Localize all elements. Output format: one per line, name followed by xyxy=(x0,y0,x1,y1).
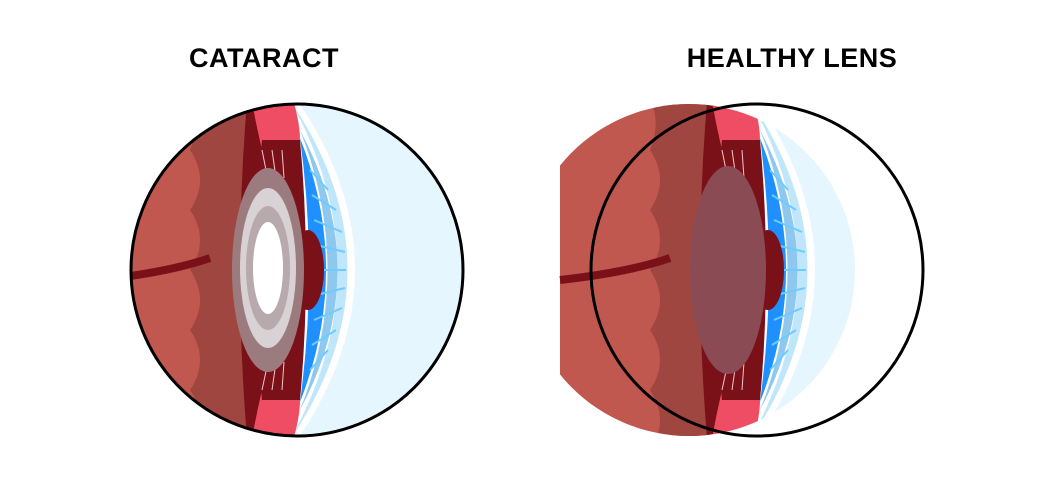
iris-rays xyxy=(309,169,346,371)
vitreous-shadow xyxy=(640,104,710,436)
healthy-panel: HEALTHY LENS xyxy=(528,0,1056,500)
optic-vessel xyxy=(559,254,672,284)
aqueous xyxy=(300,130,338,410)
cornea-mid xyxy=(290,104,348,436)
optic-vessel xyxy=(131,254,212,284)
cornea-outer xyxy=(750,104,855,436)
cataract-panel: CATARACT xyxy=(129,43,465,438)
cataract-eye-diagram xyxy=(129,102,465,438)
cataract-title: CATARACT xyxy=(189,43,339,73)
healthy-title: HEALTHY LENS xyxy=(686,43,898,73)
cornea-outer xyxy=(290,104,463,436)
vitreous-shadow xyxy=(180,104,250,436)
aqueous xyxy=(760,130,798,410)
sclera-outline xyxy=(129,102,465,438)
healthy-eye-diagram xyxy=(559,102,925,438)
cataract-lens-core xyxy=(253,222,283,314)
healthy-lens xyxy=(690,166,766,374)
sclera-outline xyxy=(589,102,925,438)
cornea-mid xyxy=(750,104,808,436)
